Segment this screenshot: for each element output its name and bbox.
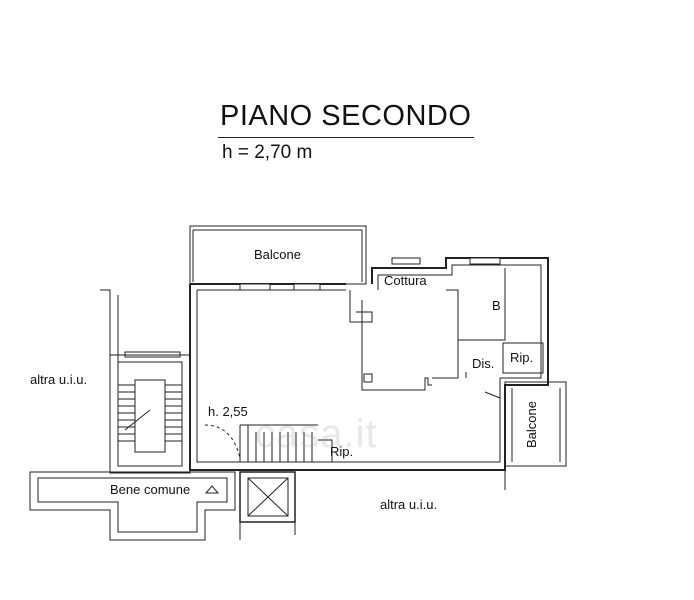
kitchen-partition [349, 290, 373, 323]
watermark: casa.it [255, 412, 378, 456]
stair-core [109, 354, 191, 474]
label-balcone-right: Balcone [523, 401, 539, 448]
label-altra-uiu-left: altra u.i.u. [30, 372, 88, 387]
label-altra-uiu-bottom: altra u.i.u. [380, 497, 438, 512]
balcony-right-outline [504, 381, 567, 467]
title-underline [218, 137, 474, 138]
label-balcone-top: Balcone [254, 247, 301, 262]
label-rip-2: Rip. [330, 444, 354, 459]
plan-title: PIANO SECONDO [220, 100, 472, 132]
ripostiglio-small [502, 342, 544, 374]
common-corridor [29, 471, 236, 541]
label-rip-1: Rip. [510, 350, 534, 365]
label-bene-comune: Bene comune [110, 482, 191, 497]
label-dis: Dis. [472, 356, 495, 371]
label-cottura: Cottura [384, 273, 427, 288]
label-bagno: B [492, 298, 501, 313]
height-note: h = 2,70 m [222, 142, 313, 163]
label-stair-height: h. 2,55 [208, 404, 248, 419]
